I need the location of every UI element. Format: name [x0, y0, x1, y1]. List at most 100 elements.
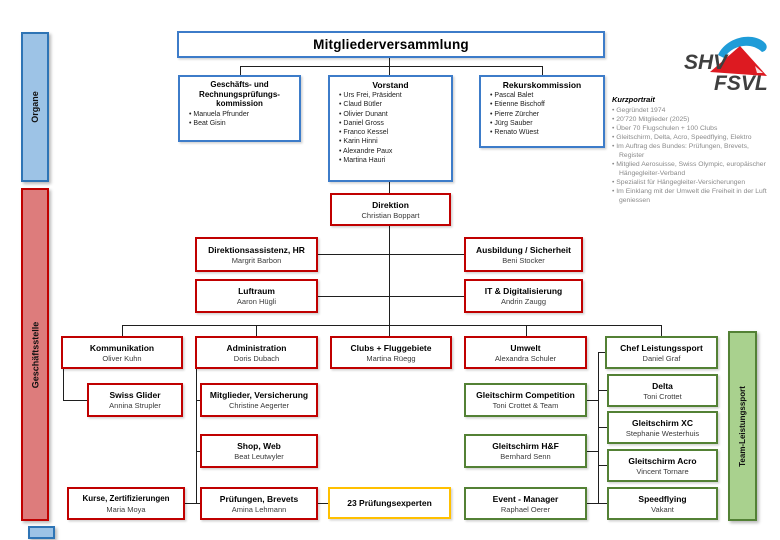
box-title: Umwelt — [510, 342, 541, 353]
legend-bar-organe: Organe — [21, 32, 49, 182]
legend-bar-geschaeftsstelle: Geschäftsstelle — [21, 188, 49, 521]
box-delta: Delta Toni Crottet — [607, 374, 718, 407]
box-direktion: Direktion Christian Boppart — [330, 193, 451, 226]
connector — [122, 325, 123, 336]
box-title: Shop, Web — [237, 441, 281, 451]
box-mitglieder-versicherung: Mitglieder, Versicherung Christine Aeger… — [200, 383, 318, 417]
box-speedflying: Speedflying Vakant — [607, 487, 718, 520]
box-title: Kurse, Zertifizierungen — [82, 493, 170, 503]
box-title: Ausbildung / Sicherheit — [476, 244, 571, 255]
connector — [542, 66, 543, 75]
box-luftraum: Luftraum Aaron Hügli — [195, 279, 318, 313]
box-title: Clubs + Fluggebiete — [350, 342, 432, 353]
box-name: Bernhard Senn — [500, 452, 551, 461]
connector — [389, 66, 390, 75]
connector — [185, 503, 197, 504]
box-umwelt: Umwelt Alexandra Schuler — [464, 336, 587, 369]
connector — [598, 465, 608, 466]
box-title: Mitglieder, Versicherung — [209, 390, 309, 400]
box-kurse-zertifizierungen: Kurse, Zertifizierungen Maria Moya — [67, 487, 185, 520]
logo-delta-detail — [755, 66, 763, 73]
connector — [122, 325, 661, 326]
box-name: Daniel Graf — [642, 353, 681, 363]
box-members: • Manuela Pfrunder• Beat Gisin — [189, 110, 250, 127]
shv-fsvl-logo: SHV FSVL — [684, 36, 768, 93]
box-direktionsassistenz: Direktionsassistenz, HR Margrit Barbon — [195, 237, 318, 272]
box-title: Delta — [652, 380, 673, 391]
box-event-manager: Event - Manager Raphael Oerer — [464, 487, 587, 520]
box-title: Gleitschirm H&F — [492, 441, 559, 451]
box-gpk: Geschäfts- und Rechnungsprüfungs-kommiss… — [178, 75, 301, 142]
box-vorstand: Vorstand • Urs Frei, Präsident• Claud Bü… — [328, 75, 453, 182]
box-title: Prüfungen, Brevets — [219, 493, 299, 504]
box-clubs-fluggebiete: Clubs + Fluggebiete Martina Rüegg — [330, 336, 452, 369]
box-name: Amina Lehmann — [231, 504, 287, 514]
box-gleitschirm-acro: Gleitschirm Acro Vincent Tornare — [607, 449, 718, 482]
connector — [598, 427, 608, 428]
connector — [598, 503, 608, 504]
logo-canopy-shape — [718, 36, 767, 58]
box-members: • Pascal Balet• Etienne Bischoff• Pierre… — [490, 92, 545, 137]
legend-bar-organe-label: Organe — [30, 91, 41, 123]
connector — [661, 325, 662, 336]
box-name: Raphael Oerer — [500, 504, 551, 514]
box-name: Beni Stocker — [502, 255, 545, 265]
box-name: Christian Boppart — [361, 210, 420, 220]
box-title: IT & Digitalisierung — [484, 286, 563, 296]
legend-mini-box — [28, 526, 55, 539]
box-administration: Administration Doris Dubach — [195, 336, 318, 369]
box-swiss-glider: Swiss Glider Annina Strupler — [87, 383, 183, 417]
box-name: Annina Strupler — [109, 401, 161, 410]
box-name: Doris Dubach — [233, 353, 280, 363]
box-name: Martina Rüegg — [366, 353, 416, 363]
box-name: Stephanie Westerhuis — [625, 428, 700, 438]
box-name: Christine Aegerter — [228, 401, 290, 410]
box-gleitschirm-xc: Gleitschirm XC Stephanie Westerhuis — [607, 411, 718, 444]
box-kommunikation: Kommunikation Oliver Kuhn — [61, 336, 183, 369]
kurzportrait-block: Kurzportrait • Gegründet 1974• 20'720 Mi… — [612, 95, 774, 205]
box-mitgliederversammlung: Mitgliederversammlung — [177, 31, 605, 58]
box-name: Toni Crottet & Team — [492, 401, 559, 410]
connector — [598, 352, 599, 504]
box-title: Gleitschirm XC — [632, 417, 693, 428]
connector — [587, 400, 599, 401]
box-pruefungen-brevets: Prüfungen, Brevets Amina Lehmann — [200, 487, 318, 520]
box-title: Gleitschirm Competition — [476, 390, 575, 400]
connector — [389, 226, 390, 336]
box-name: Oliver Kuhn — [102, 353, 142, 363]
box-title: Gleitschirm Acro — [628, 455, 697, 466]
box-title: Direktion — [372, 199, 409, 210]
connector — [196, 503, 201, 504]
connector — [196, 369, 197, 504]
box-name: Toni Crottet — [643, 391, 682, 401]
box-title: Kommunikation — [89, 342, 155, 353]
connector — [196, 400, 201, 401]
box-title: Mitgliederversammlung — [313, 37, 469, 52]
connector — [240, 66, 543, 67]
connector — [256, 325, 257, 336]
box-name: Vincent Tornare — [636, 466, 689, 476]
connector — [63, 400, 87, 401]
box-title: Luftraum — [238, 286, 275, 296]
connector — [587, 451, 599, 452]
box-name: Aaron Hügli — [236, 297, 277, 306]
box-pruefungsexperten: 23 Prüfungsexperten — [328, 487, 451, 519]
connector — [598, 352, 606, 353]
legend-bar-team-label: Team-Leistungssport — [738, 385, 747, 467]
logo-text-fsvl: FSVL — [714, 72, 768, 93]
connector — [389, 181, 390, 193]
kurzportrait-list: • Gegründet 1974• 20'720 Mitglieder (202… — [612, 107, 767, 204]
box-name: Beat Leutwyler — [234, 452, 284, 461]
connector — [240, 66, 241, 75]
connector — [526, 325, 527, 336]
box-gleitschirm-competition: Gleitschirm Competition Toni Crottet & T… — [464, 383, 587, 417]
box-title: 23 Prüfungsexperten — [347, 498, 432, 508]
box-title: Direktionsassistenz, HR — [208, 244, 305, 255]
box-gleitschirm-hf: Gleitschirm H&F Bernhard Senn — [464, 434, 587, 468]
kurzportrait-title: Kurzportrait — [612, 95, 655, 104]
box-title: Chef Leistungssport — [620, 342, 703, 353]
logo-text-shv: SHV — [684, 51, 729, 74]
box-title: Swiss Glider — [109, 390, 161, 400]
logo-delta-shape — [710, 46, 767, 76]
